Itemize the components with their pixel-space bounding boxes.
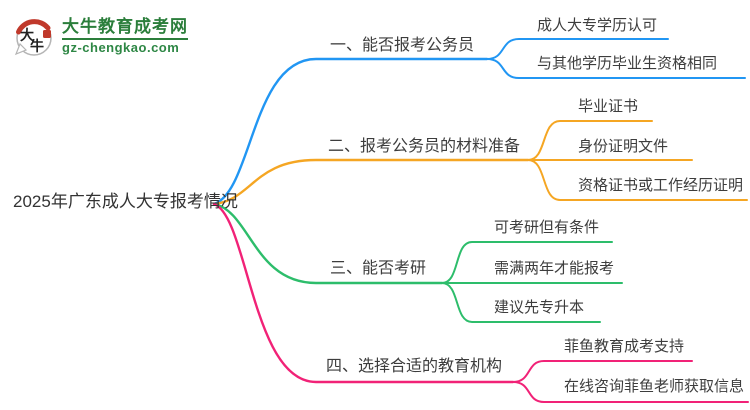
branch3-child1[interactable]: 可考研但有条件	[494, 219, 600, 236]
svg-text:牛: 牛	[30, 38, 44, 54]
root-topic[interactable]: 2025年广东成人大专报考情况	[13, 192, 238, 211]
branch2-child2[interactable]: 身份证明文件	[578, 138, 669, 155]
branch1-lines	[212, 38, 746, 206]
branch2-child1[interactable]: 毕业证书	[578, 98, 639, 115]
branch2-child3[interactable]: 资格证书或工作经历证明	[578, 177, 744, 194]
brand-domain: gz-chengkao.com	[62, 40, 180, 55]
svg-text:大: 大	[20, 27, 34, 43]
logo-bubble-icon: 大 牛	[10, 12, 58, 60]
branch2-topic[interactable]: 二、报考公务员的材料准备	[328, 138, 521, 155]
branch3-topic[interactable]: 三、能否考研	[330, 260, 427, 277]
brand-divider	[62, 38, 188, 40]
site-logo[interactable]: 大 牛 大牛教育成考网 gz-chengkao.com	[10, 12, 188, 60]
branch4-lines	[212, 202, 749, 403]
brand-name: 大牛教育成考网	[62, 17, 188, 36]
branch1-child2[interactable]: 与其他学历毕业生资格相同	[537, 55, 718, 72]
branch4-child1[interactable]: 菲鱼教育成考支持	[564, 338, 685, 355]
branch1-topic[interactable]: 一、能否报考公务员	[330, 37, 475, 54]
branch2-lines	[212, 120, 748, 206]
branch3-child3[interactable]: 建议先专升本	[494, 299, 585, 316]
branch4-child2[interactable]: 在线咨询菲鱼老师获取信息	[564, 378, 745, 395]
branch4-topic[interactable]: 四、选择合适的教育机构	[326, 358, 503, 375]
branch3-child2[interactable]: 需满两年才能报考	[494, 260, 615, 277]
branch1-child1[interactable]: 成人大专学历认可	[537, 17, 658, 34]
branch3-lines	[212, 202, 623, 323]
